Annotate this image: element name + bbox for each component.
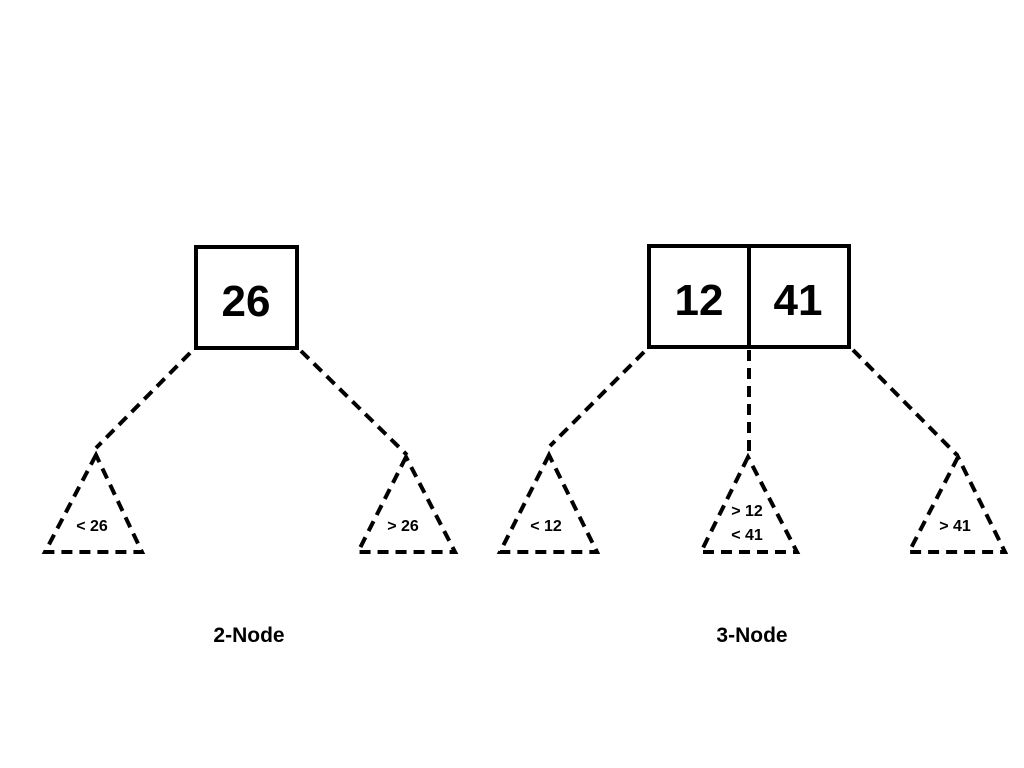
two-node-right-edge [299, 349, 409, 457]
three-node-middle-subtree [697, 452, 801, 554]
three-node-middle-range-bottom: < 41 [731, 527, 763, 544]
two-node-left-range: < 26 [76, 518, 108, 535]
three-node-left-subtree [496, 450, 601, 554]
two-node-right-range: > 26 [387, 518, 419, 535]
three-node-caption: 3-Node [716, 624, 787, 647]
three-node-right-edge [851, 348, 959, 457]
two-node-caption: 2-Node [213, 624, 284, 647]
two-node-left-edge [94, 351, 192, 450]
three-node-left-key: 12 [675, 276, 724, 325]
three-node-left-range: < 12 [530, 518, 562, 535]
three-node-group: 12 41 < 12 > 12 < 41 > 41 3-Node [496, 244, 1009, 647]
three-node-right-subtree [905, 452, 1009, 554]
two-node-group: 26 < 26 > 26 2-Node [41, 245, 459, 647]
three-node-right-range: > 41 [939, 518, 971, 535]
two-node-box [194, 245, 299, 350]
three-node-left-edge [548, 350, 646, 448]
two-node-key: 26 [222, 277, 271, 326]
two-node-right-subtree [354, 452, 459, 554]
three-node-right-key: 41 [774, 276, 823, 325]
three-node-middle-range-top: > 12 [731, 503, 763, 520]
two-node-left-subtree [41, 450, 146, 554]
